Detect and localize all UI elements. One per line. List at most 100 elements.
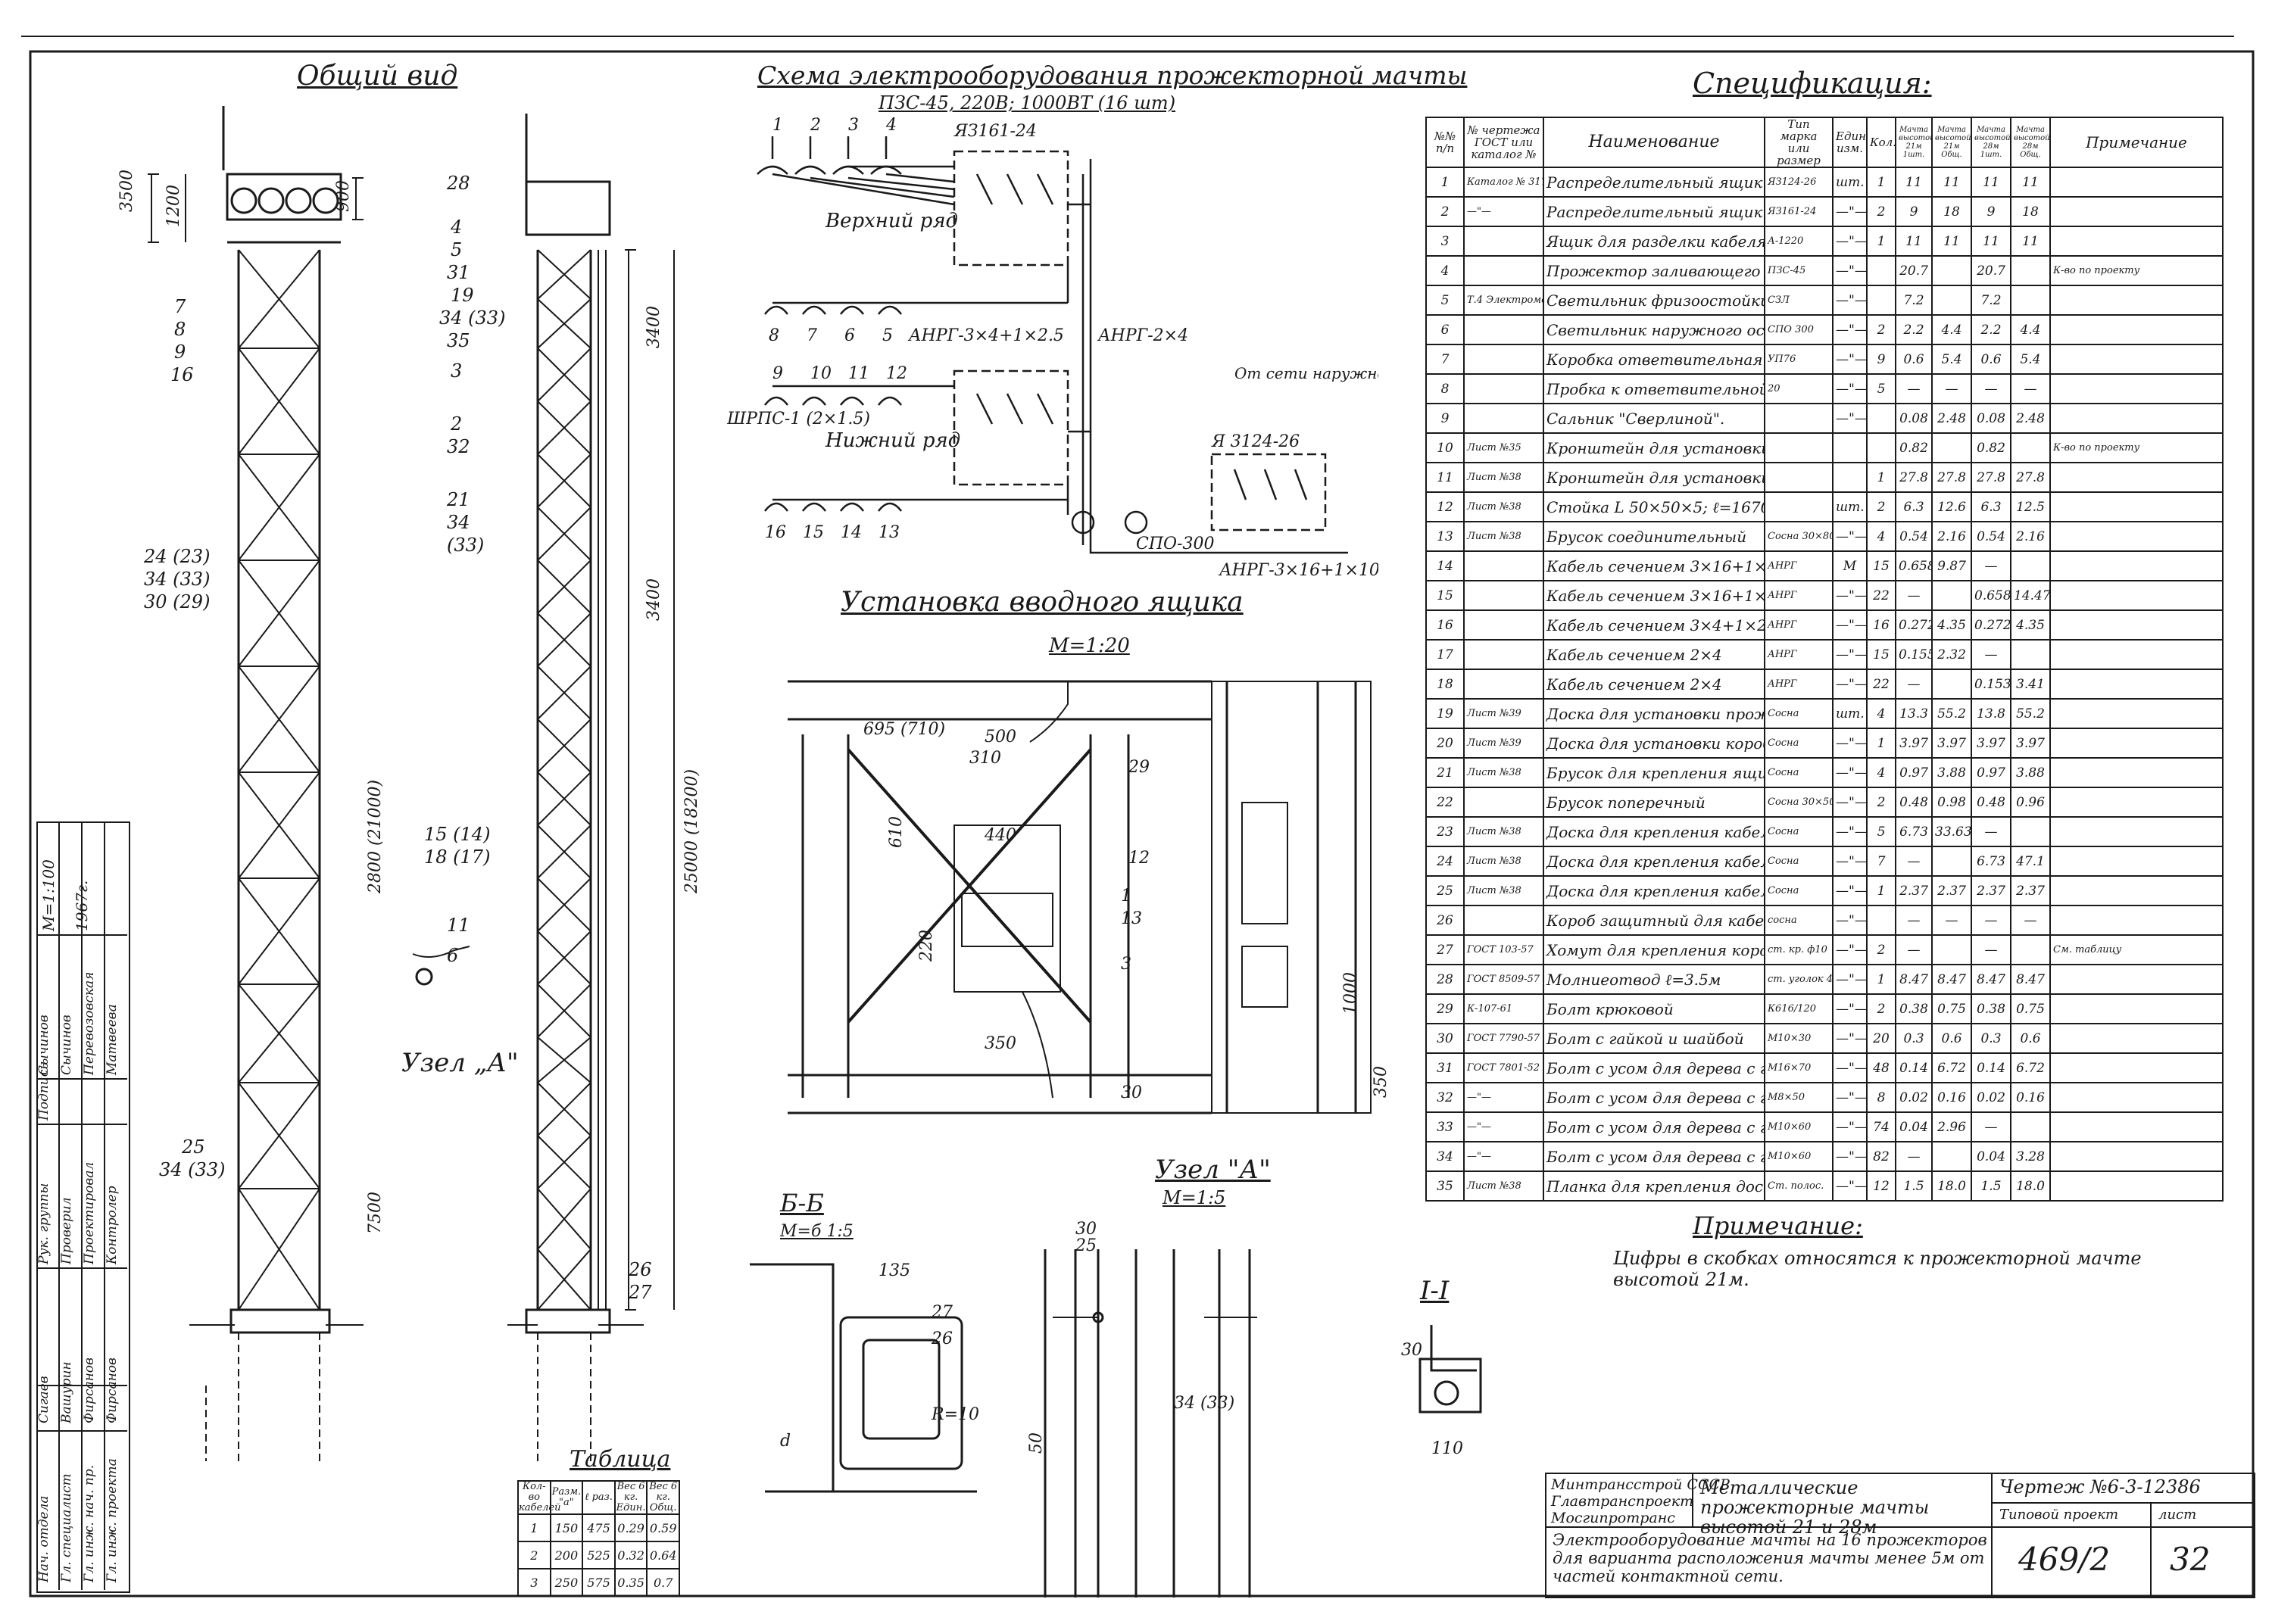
- spec-cell: Молниеотвод ℓ=3.5м: [1543, 964, 1765, 995]
- spec-cell: Сосна 30×50×400: [1764, 787, 1834, 818]
- cell: 200: [549, 1541, 584, 1569]
- spec-cell: [1931, 846, 1972, 877]
- name-4: Матвеева: [105, 1004, 120, 1075]
- spec-cell: Сосна 30×80×950: [1764, 521, 1834, 552]
- spec-cell: 24: [1425, 846, 1465, 877]
- spec-header-row: №№ п/п № чертежа ГОСТ или каталог № Наим…: [1425, 117, 2224, 168]
- spec-cell: 14.47: [2010, 580, 2051, 611]
- spec-cell: [2049, 757, 2224, 788]
- spec-cell: ГОСТ 7801-52: [1463, 1052, 1544, 1083]
- svg-text:30: 30: [1401, 1341, 1422, 1360]
- spec-cell: 29: [1425, 993, 1465, 1024]
- spec-cell: Болт с усом для дерева с гайкой и шайбой…: [1543, 1141, 1765, 1172]
- spec-cell: 2.48: [1931, 403, 1972, 434]
- svg-text:3: 3: [1121, 955, 1131, 974]
- spec-header: Примечание: [2049, 117, 2224, 168]
- svg-text:25000 (18200): 25000 (18200): [682, 769, 701, 894]
- svg-text:11: 11: [447, 915, 470, 936]
- spec-cell: [1463, 905, 1544, 936]
- spec-header: Кол.: [1866, 117, 1896, 168]
- spec-cell: [2049, 196, 2224, 227]
- install-title: Установка вводного ящика: [841, 587, 1244, 618]
- spec-cell: 20: [1866, 1023, 1896, 1054]
- spec-cell: [2049, 1023, 2224, 1054]
- spec-cell: Сальник "Сверлиной".: [1543, 403, 1765, 434]
- svg-text:110: 110: [1431, 1439, 1463, 1458]
- spec-cell: 26: [1425, 905, 1465, 936]
- spec-cell: М: [1832, 550, 1868, 581]
- spec-cell: 11: [2010, 167, 2051, 198]
- spec-cell: 0.16: [1931, 1082, 1972, 1113]
- spec-cell: 8: [1425, 373, 1465, 404]
- spec-cell: ст. уголок 40×40×4: [1764, 964, 1834, 995]
- spec-cell: 5: [1866, 373, 1896, 404]
- spec-cell: [2049, 1082, 2224, 1113]
- svg-text:25: 25: [1075, 1236, 1097, 1255]
- svg-text:8: 8: [769, 326, 779, 345]
- spec-cell: 19: [1425, 698, 1465, 729]
- spec-cell: Лист №38: [1463, 757, 1544, 788]
- spec-cell: К-107-61: [1463, 993, 1544, 1024]
- svg-text:R=10: R=10: [931, 1405, 979, 1424]
- svg-text:34: 34: [447, 512, 470, 533]
- spec-cell: Болт с усом для дерева с гайкой и шайбой…: [1543, 1111, 1765, 1142]
- cell: 525: [582, 1541, 616, 1569]
- spec-cell: 17: [1425, 639, 1465, 670]
- spec-cell: 8.47: [1971, 964, 2011, 995]
- role-3: Проектировал: [82, 1161, 97, 1264]
- spec-cell: —: [1895, 846, 1933, 877]
- svg-text:350: 350: [985, 1034, 1016, 1053]
- spec-cell: 0.96: [2010, 787, 2051, 818]
- spec-cell: Сосна: [1764, 846, 1834, 877]
- svg-text:15 (14): 15 (14): [424, 824, 490, 845]
- spec-cell: 5.4: [2010, 344, 2051, 375]
- svg-text:7: 7: [174, 296, 186, 317]
- spec-cell: 11: [2010, 226, 2051, 257]
- role-2: Проверил: [59, 1197, 74, 1264]
- spec-cell: 2.37: [1895, 875, 1933, 906]
- spec-cell: 7: [1425, 344, 1465, 375]
- spec-cell: [2049, 639, 2224, 670]
- spec-cell: —"—: [1832, 875, 1868, 906]
- svg-text:16: 16: [765, 523, 786, 542]
- spec-cell: 11: [1971, 226, 2011, 257]
- spec-cell: Кабель сечением 2×4: [1543, 669, 1765, 700]
- cell: 150: [549, 1513, 584, 1542]
- box-top-label: ЯЗ161-24: [953, 122, 1037, 141]
- spec-cell: 2.48: [2010, 403, 2051, 434]
- spec-cell: 0.272: [1895, 609, 1933, 641]
- spec-cell: 0.02: [1971, 1082, 2011, 1113]
- svg-text:4: 4: [450, 217, 462, 238]
- spec-cell: 12.5: [2010, 491, 2051, 522]
- spec-cell: Доска для установки прожекторов (левая и…: [1543, 698, 1765, 729]
- cable-table-header: Кол-во кабелей Разм. "а" ℓ раз. Вес 6 кг…: [517, 1480, 680, 1515]
- spec-cell: 0.75: [2010, 993, 2051, 1024]
- spec-cell: 22: [1866, 580, 1896, 611]
- upper-row-label: Верхний ряд: [825, 210, 958, 232]
- spec-cell: —"—: [1832, 1111, 1868, 1142]
- svg-text:310: 310: [969, 749, 1001, 768]
- spec-cell: [2010, 285, 2051, 316]
- cell: 0.7: [646, 1568, 680, 1597]
- spec-cell: Прожектор заливающего света: [1543, 255, 1765, 286]
- svg-text:900: 900: [334, 180, 353, 212]
- spec-cell: —: [1971, 816, 2011, 847]
- name-2: Сычинов: [59, 1015, 74, 1075]
- spec-cell: —"—: [1832, 1141, 1868, 1172]
- spec-cell: 47.1: [2010, 846, 2051, 877]
- spec-cell: АНРГ: [1764, 550, 1834, 581]
- spec-cell: —"—: [1832, 728, 1868, 759]
- spec-cell: 2.37: [2010, 875, 2051, 906]
- spec-cell: Светильник фризоостойкий с лампой мощн. …: [1543, 285, 1765, 316]
